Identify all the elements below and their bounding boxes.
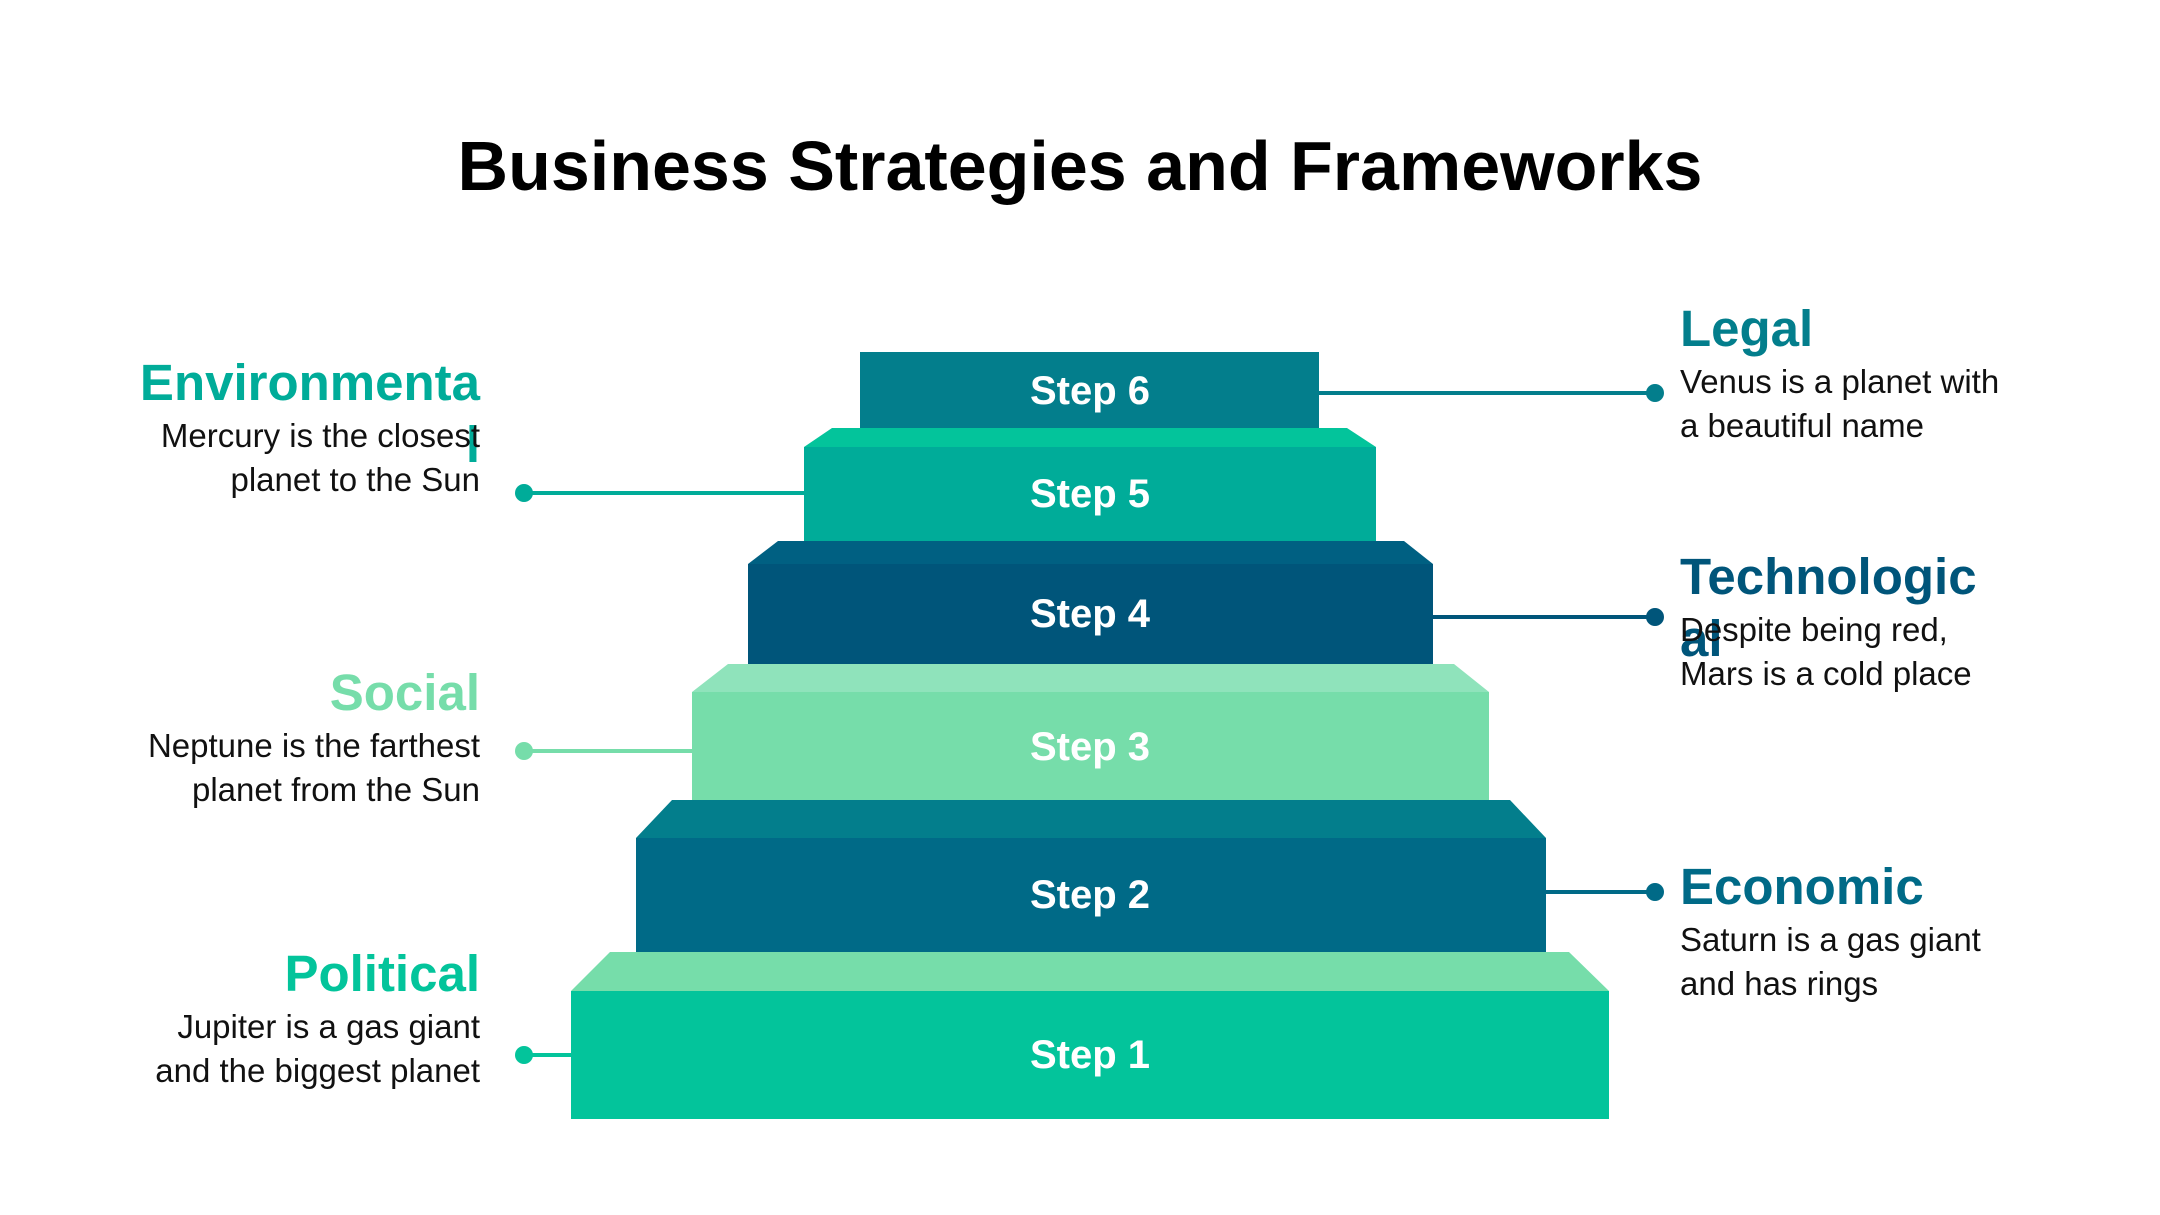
step-3-top [692,664,1489,692]
step-1-body [571,991,1609,1119]
legal-title: Legal [1680,300,1814,357]
legal-block: Legal Venus is a planet with a beautiful… [1680,298,2060,448]
economic-text-line2: and has rings [1680,965,1879,1002]
economic-block: Economic Saturn is a gas giant and has r… [1680,856,2060,1006]
step-5-body [804,447,1376,541]
political-text-line2: and the biggest planet [155,1052,480,1089]
connector-dot-economic [1646,883,1664,901]
social-text-line2: planet from the Sun [191,771,480,808]
economic-title: Economic [1680,858,1924,915]
environmental-text-line2: planet to the Sun [230,461,480,498]
connector-dot-social [515,742,533,760]
social-text-line1: Neptune is the farthest [147,727,480,764]
social-block: Social Neptune is the farthest planet fr… [130,662,480,812]
step-6-label: Step 6 [1030,369,1150,413]
economic-text-line1: Saturn is a gas giant [1680,921,1981,958]
step-2-body [636,838,1546,952]
step-2-label: Step 2 [1030,873,1150,917]
political-title: Political [284,945,480,1002]
environmental-title: Environmental [139,354,480,473]
step-4-body [748,564,1433,664]
political-block: Political Jupiter is a gas giant and the… [130,943,480,1093]
step-3-body [692,692,1489,800]
step-1-top [571,952,1609,991]
technological-text-line1: Despite being red, [1680,611,1948,648]
environmental-block: Environmental Mercury is the closest pla… [130,352,480,502]
step-6-body [860,352,1319,428]
social-title: Social [329,664,480,721]
step-4-label: Step 4 [1030,592,1151,636]
connector-dot-technological [1646,608,1664,626]
environmental-text-line1: Mercury is the closest [160,417,480,454]
connector-dot-environmental [515,484,533,502]
technological-title: Technological [1680,548,1977,667]
legal-text-line1: Venus is a planet with [1680,363,2000,400]
connector-dot-legal [1646,384,1664,402]
step-3-label: Step 3 [1030,725,1150,769]
legal-text-line2: a beautiful name [1680,407,1925,444]
slide-title: Business Strategies and Frameworks [457,127,1703,205]
technological-block: Technological Despite being red, Mars is… [1680,546,2000,696]
connector-dot-political [515,1046,533,1064]
step-4-top [748,541,1433,564]
step-1-label: Step 1 [1030,1033,1150,1077]
political-text-line1: Jupiter is a gas giant [177,1008,480,1045]
step-2-top [636,800,1546,838]
step-5-top [804,428,1376,447]
step-5-label: Step 5 [1030,472,1150,516]
technological-text-line2: Mars is a cold place [1680,655,1972,692]
